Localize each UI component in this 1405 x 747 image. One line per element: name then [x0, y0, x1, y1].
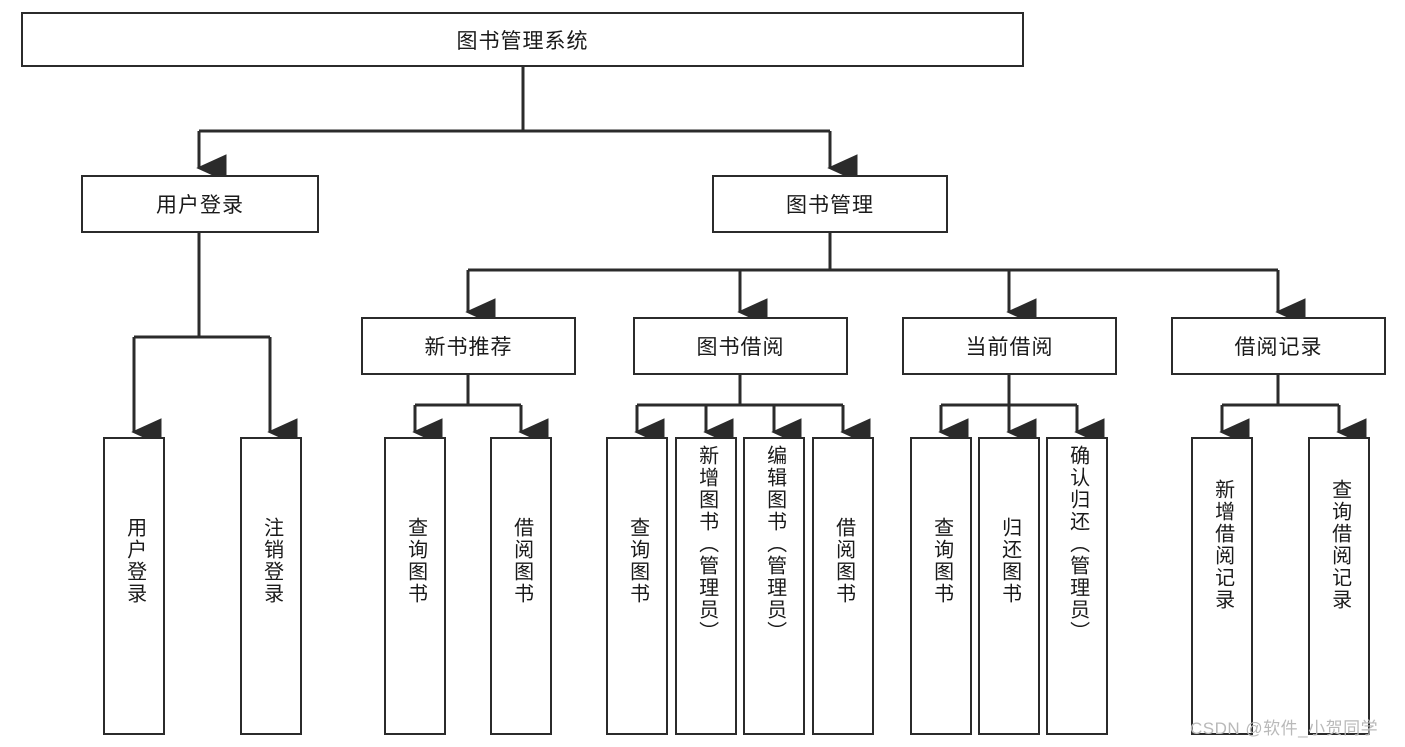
node-book-management-system[interactable]: 图书管理系统 — [21, 12, 1024, 67]
node-book-borrow[interactable]: 图书借阅 — [633, 317, 848, 375]
node-label: 借阅图书 — [832, 517, 855, 605]
node-label: 查询图书 — [404, 517, 427, 605]
leaf-current-borrow-confirm[interactable]: 确认归还（管理员） — [1046, 437, 1108, 735]
watermark: CSDN @软件_小贺同学 — [1190, 719, 1379, 738]
leaf-user-login-login[interactable]: 用户登录 — [103, 437, 165, 735]
node-label: 图书管理 — [786, 194, 874, 217]
leaf-borrow-record-query[interactable]: 查询借阅记录 — [1308, 437, 1370, 735]
node-label: 编辑图书（管理员） — [763, 445, 786, 643]
node-label: 借阅记录 — [1234, 336, 1323, 359]
leaf-user-login-logout[interactable]: 注销登录 — [240, 437, 302, 735]
leaf-book-borrow-query[interactable]: 查询图书 — [606, 437, 668, 735]
node-borrow-record[interactable]: 借阅记录 — [1171, 317, 1386, 375]
node-new-book-recommend[interactable]: 新书推荐 — [361, 317, 576, 375]
node-label: 归还图书 — [998, 517, 1021, 605]
node-label: 用户登录 — [156, 194, 244, 217]
node-label: 新书推荐 — [424, 336, 513, 359]
leaf-new-book-borrow[interactable]: 借阅图书 — [490, 437, 552, 735]
node-label: 查询借阅记录 — [1328, 479, 1351, 611]
node-label: 确认归还（管理员） — [1066, 445, 1089, 643]
node-label: 图书借阅 — [696, 336, 785, 359]
node-book-management[interactable]: 图书管理 — [712, 175, 948, 233]
node-label: 图书管理系统 — [456, 29, 589, 53]
node-label: 注销登录 — [260, 517, 283, 605]
leaf-book-borrow-add[interactable]: 新增图书（管理员） — [675, 437, 737, 735]
leaf-current-borrow-return[interactable]: 归还图书 — [978, 437, 1040, 735]
node-label: 查询图书 — [930, 517, 953, 605]
node-label: 借阅图书 — [510, 517, 533, 605]
node-label: 当前借阅 — [965, 336, 1054, 359]
node-label: 查询图书 — [626, 517, 649, 605]
node-label: 新增借阅记录 — [1211, 479, 1234, 611]
leaf-new-book-query[interactable]: 查询图书 — [384, 437, 446, 735]
leaf-current-borrow-query[interactable]: 查询图书 — [910, 437, 972, 735]
node-label: 用户登录 — [123, 517, 146, 605]
leaf-book-borrow-borrow[interactable]: 借阅图书 — [812, 437, 874, 735]
node-current-borrow[interactable]: 当前借阅 — [902, 317, 1117, 375]
leaf-borrow-record-add[interactable]: 新增借阅记录 — [1191, 437, 1253, 735]
node-label: 新增图书（管理员） — [695, 445, 718, 643]
leaf-book-borrow-edit[interactable]: 编辑图书（管理员） — [743, 437, 805, 735]
node-user-login[interactable]: 用户登录 — [81, 175, 319, 233]
